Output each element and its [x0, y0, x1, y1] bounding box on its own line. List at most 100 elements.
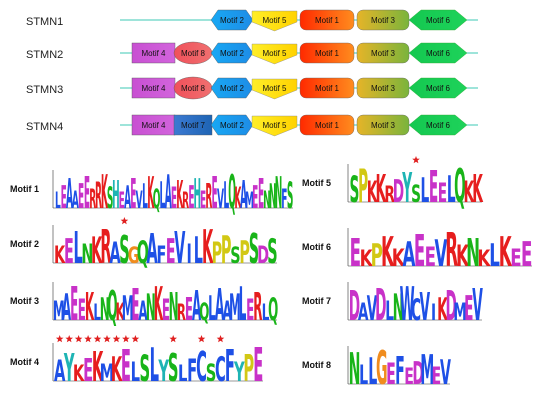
motif-label: Motif 3	[371, 49, 396, 58]
conserved-star-icon	[169, 335, 177, 343]
conserved-star-icon	[120, 217, 129, 225]
logo-residue: S	[287, 175, 294, 218]
motif-block-motif-1: Motif 1	[299, 114, 355, 136]
motif-block-motif-4: Motif 4	[131, 42, 176, 64]
motif-block-motif-6: Motif 6	[408, 77, 468, 99]
logo-residue: R	[89, 184, 96, 215]
logo-label: Motif 8	[302, 360, 331, 370]
logo-residue: L	[93, 301, 101, 326]
logo-residue: A	[138, 295, 147, 326]
logo-residue: E	[438, 177, 447, 208]
logo-residue: L	[223, 175, 229, 218]
logo-residue: R	[445, 225, 458, 278]
logo-residue: K	[154, 278, 164, 331]
logo-residue: Q	[153, 184, 161, 215]
logo-label: Motif 3	[10, 296, 39, 306]
logo-residue: K	[54, 241, 66, 269]
logo-residue: H	[193, 171, 201, 219]
motif-shape	[408, 42, 468, 64]
logo-residue: P	[239, 233, 250, 270]
logo-residue: N	[275, 169, 283, 219]
logo-residue: K	[375, 166, 386, 211]
motif-block-motif-1: Motif 1	[299, 9, 355, 31]
logo-residue: K	[234, 182, 242, 216]
motif-label: Motif 6	[426, 16, 451, 25]
motif-shape	[251, 115, 298, 137]
logo-residue: M	[53, 295, 65, 326]
logo-residue: K	[115, 298, 125, 326]
motif-label: Motif 8	[181, 49, 206, 58]
logo-residue: N	[269, 177, 277, 217]
logo-residue: A	[223, 295, 232, 326]
logo-residue: L	[239, 278, 247, 331]
logo-residue: G	[376, 342, 388, 396]
motif-label: Motif 4	[141, 49, 166, 58]
logo-residue: L	[208, 288, 216, 328]
motif-shape	[299, 42, 355, 64]
motif-block-motif-1: Motif 1	[299, 42, 355, 64]
logo-residue: K	[111, 351, 123, 390]
motif-shape	[251, 78, 298, 100]
logo-label: Motif 7	[302, 296, 331, 306]
motif-shape	[408, 114, 468, 136]
logo-residue: A	[124, 181, 131, 216]
motif-shape	[299, 77, 355, 99]
motif-label: Motif 1	[315, 84, 340, 93]
motif-shape	[251, 43, 298, 65]
logo-residue: F	[281, 184, 287, 215]
gene-label: STMN1	[26, 16, 63, 28]
logo-residue: N	[100, 291, 110, 328]
logo-residue: E	[119, 188, 125, 213]
motif-block-motif-5: Motif 5	[251, 115, 298, 137]
motif-block-motif-5: Motif 5	[251, 10, 298, 32]
logo-residue: A	[240, 172, 247, 217]
motif-label: Motif 2	[220, 49, 245, 58]
logo-residue: W	[400, 278, 415, 331]
logo-residue: K	[392, 244, 406, 272]
conserved-star-icon	[112, 335, 121, 343]
gene-row-stmn3: STMN3 Motif 4 Motif 8 Motif 2 Motif 5 Motif 1…	[26, 76, 478, 100]
logo-residue: M	[420, 347, 434, 395]
logo-residue: E	[414, 225, 425, 277]
logo-residue: E	[246, 294, 254, 328]
motif-label: Motif 5	[262, 84, 287, 93]
logo-residue: E	[510, 244, 521, 272]
logo-residue: E	[121, 341, 131, 392]
motif-block-motif-3: Motif 3	[356, 77, 410, 99]
motif-shape	[408, 77, 468, 99]
logo-residue: R	[253, 284, 262, 330]
motif-label: Motif 4	[141, 84, 166, 93]
motif-label: Motif 2	[220, 121, 245, 130]
logo-residue: M	[122, 288, 134, 328]
logo-residue: N	[263, 187, 271, 215]
logo-residue: E	[162, 294, 170, 328]
logo-residue: V	[440, 354, 451, 393]
logo-residue: V	[435, 233, 448, 275]
motif-block-motif-4: Motif 4	[131, 77, 176, 99]
logo-residue: K	[472, 166, 483, 211]
motif-block-motif-6: Motif 6	[408, 9, 468, 31]
logo-residue: M	[245, 188, 254, 213]
logo-residue: E	[200, 187, 206, 215]
logo-residue: A	[66, 171, 73, 219]
conserved-star-icon	[103, 335, 111, 343]
motif-block-motif-2: Motif 2	[210, 77, 254, 99]
motif-label: Motif 8	[181, 84, 206, 93]
logo-residue: E	[78, 294, 86, 328]
logo-residue: V	[367, 290, 378, 329]
logo-residue: N	[466, 231, 480, 276]
logo-residue: D	[412, 354, 424, 391]
logo-residue: E	[404, 365, 414, 390]
logo-residue: E	[166, 233, 176, 272]
logo-residue: P	[358, 160, 368, 213]
logo-residue: C	[215, 351, 226, 390]
logo-residue: E	[521, 236, 532, 275]
logo-residue: R	[100, 221, 111, 275]
logo-residue: A	[402, 236, 415, 275]
motif-label: Motif 2	[220, 84, 245, 93]
gene-label: STMN3	[26, 84, 63, 96]
logo-residue: S	[349, 170, 359, 211]
